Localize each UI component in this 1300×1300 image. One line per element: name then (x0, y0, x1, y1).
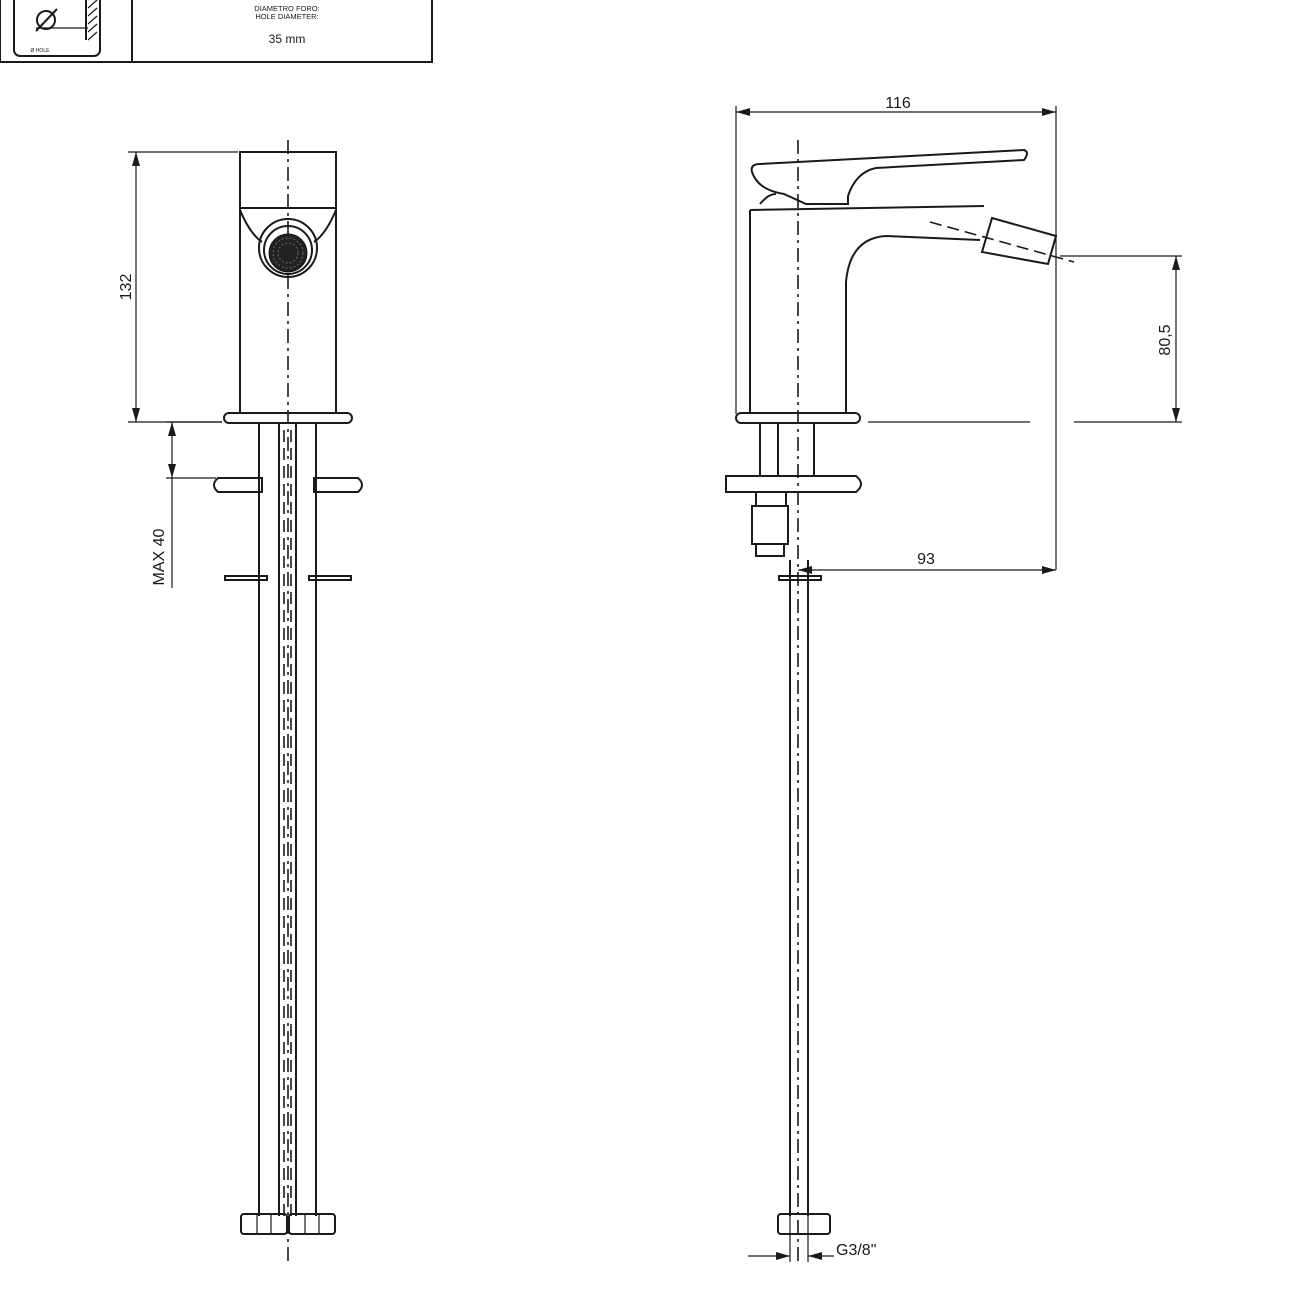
dimension-height-132: 132 (118, 151, 238, 423)
side-aerator-nozzle (980, 216, 1058, 266)
dimension-spout-height: 80,5 (868, 255, 1182, 423)
front-supply-hoses (258, 423, 317, 1216)
thread-dim-label: G3/8" (836, 1242, 876, 1259)
front-aerator (258, 218, 318, 278)
height-dim-label: 132 (118, 274, 135, 301)
side-supply-hose (777, 560, 831, 1235)
hole-diameter-value: 35 mm (269, 32, 306, 46)
max-thickness-label: MAX 40 (151, 528, 168, 585)
dimension-max-40: MAX 40 (151, 421, 222, 588)
dimension-thread: G3/8" (748, 1234, 876, 1262)
front-fixing-bracket (213, 477, 363, 581)
hole-legend-box: Ø HOLE DIAMETRO FORO: HOLE DIAMETER: 35 … (0, 0, 433, 63)
front-view: 132 MAX 40 (118, 140, 363, 1262)
side-fixing-assembly (725, 423, 862, 581)
front-body (239, 208, 337, 414)
hole-diameter-label-it: DIAMETRO FORO: (254, 4, 319, 13)
front-base-flange (223, 412, 353, 424)
hole-diameter-icon (35, 0, 98, 41)
spout-height-label: 80,5 (1157, 324, 1174, 355)
width-dim-label: 116 (885, 95, 911, 112)
side-base-flange (735, 412, 861, 424)
front-handle (239, 151, 337, 209)
front-hose-nuts (240, 1213, 336, 1235)
hole-small-label: Ø HOLE (31, 48, 51, 54)
hole-diameter-label-en: HOLE DIAMETER: (255, 12, 318, 21)
dimension-width-116: 116 (735, 95, 1057, 570)
side-lever-handle (750, 148, 1028, 205)
reach-dim-label: 93 (917, 551, 935, 568)
side-view: 116 80,5 93 G3/8" (725, 95, 1182, 1262)
dimension-reach-93: 93 (798, 551, 1056, 574)
side-body-spout (749, 205, 985, 414)
